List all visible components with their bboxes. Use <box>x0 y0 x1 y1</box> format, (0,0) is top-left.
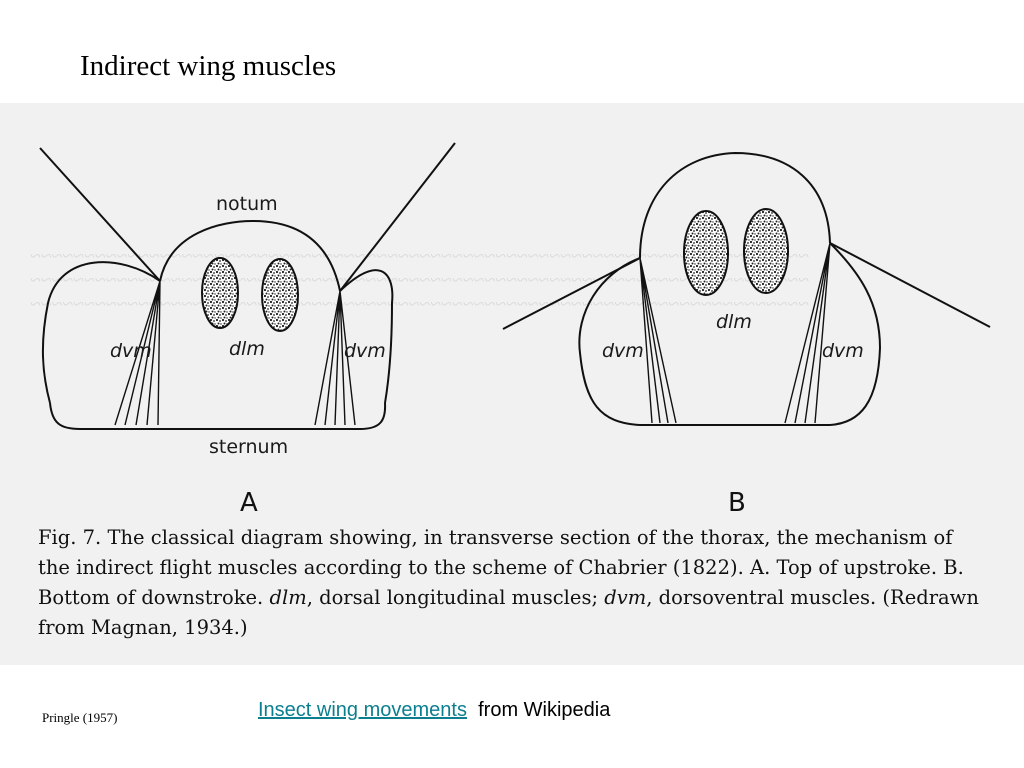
left-pleuron-b <box>578 257 641 426</box>
credit-text: Pringle (1957) <box>42 710 118 725</box>
label-notum: notum <box>216 193 278 215</box>
dvm-left-a <box>114 280 161 426</box>
label-dlm-b: dlm <box>716 311 752 333</box>
scanned-figure: ~~~~~~~~~~~~~~~~~~~~~~~~~~~~~~~~~~~~~~~~… <box>0 103 1024 665</box>
dlm-right-a <box>261 258 299 332</box>
label-dvm-right-a: dvm <box>344 340 386 362</box>
label-dvm-left-a: dvm <box>110 340 152 362</box>
panel-letter-b: B <box>728 488 746 518</box>
panel-b-drawing <box>502 151 991 426</box>
caption-fig-number: Fig. 7. <box>38 526 102 549</box>
dlm-left-a <box>201 257 239 329</box>
label-dvm-right-b: dvm <box>822 340 864 362</box>
left-wing-a <box>39 147 161 282</box>
dvm-left-b <box>639 257 677 424</box>
dvm-right-b <box>784 242 831 424</box>
caption-part3: , dorsoventral muscles. (Redrawn from Ma… <box>38 586 979 639</box>
sternum-a <box>49 402 387 430</box>
panel-a-drawing <box>39 142 456 430</box>
dvm-right-a <box>314 290 356 426</box>
right-pleuron-a <box>339 269 394 404</box>
thorax-diagram <box>39 142 991 430</box>
left-pleuron-a <box>41 261 161 404</box>
source-suffix: from Wikipedia <box>478 699 611 721</box>
caption-dvm: dvm <box>604 586 647 609</box>
dlm-left-b <box>683 210 729 296</box>
wikipedia-link[interactable]: Insect wing movements <box>258 699 467 721</box>
notum-a <box>159 219 341 292</box>
label-dvm-left-b: dvm <box>602 340 644 362</box>
right-wing-b <box>829 242 991 328</box>
label-dlm-a: dlm <box>229 338 265 360</box>
caption-part1: The classical diagram showing, in transv… <box>38 526 964 609</box>
panel-letter-a: A <box>240 488 258 518</box>
caption-dlm: dlm <box>269 586 307 609</box>
dlm-right-b <box>743 208 789 294</box>
figure-caption: Fig. 7. The classical diagram showing, i… <box>38 523 984 643</box>
right-pleuron-b <box>829 242 882 426</box>
slide-title: Indirect wing muscles <box>80 50 337 82</box>
notum-b <box>639 151 831 259</box>
right-wing-a <box>339 142 456 292</box>
label-sternum: sternum <box>209 436 289 458</box>
caption-part2: , dorsal longitudinal muscles; <box>306 586 599 609</box>
source-line: Insect wing movements from Wikipedia <box>258 699 610 722</box>
